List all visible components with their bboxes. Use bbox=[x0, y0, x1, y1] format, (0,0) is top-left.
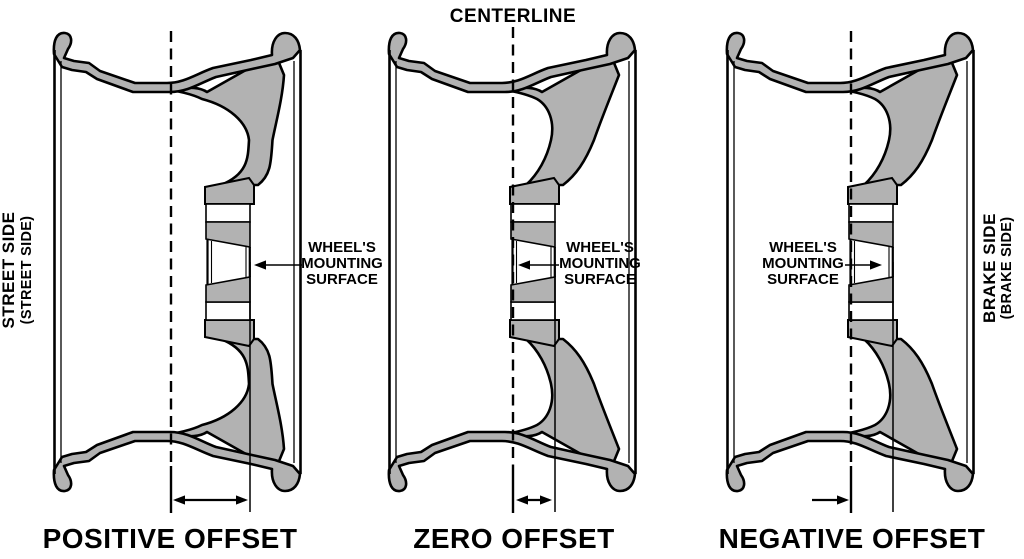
mounting-label-line2: MOUNTING bbox=[559, 255, 641, 272]
hub-ring bbox=[205, 203, 251, 223]
arrowhead-icon bbox=[518, 260, 530, 270]
hub-flange bbox=[509, 319, 560, 348]
wheel-upper-half bbox=[52, 31, 302, 262]
arrowhead-icon bbox=[870, 260, 882, 270]
arrowhead-icon bbox=[837, 495, 849, 505]
wheel-upper-half bbox=[725, 31, 975, 262]
wheel-lower-half bbox=[52, 262, 302, 493]
rim-shape bbox=[725, 430, 975, 493]
arrowhead-icon bbox=[516, 495, 528, 505]
rim-shape bbox=[52, 31, 302, 94]
rim-shape bbox=[387, 430, 637, 493]
mounting-surface-callout: WHEEL'S MOUNTING SURFACE bbox=[762, 239, 882, 288]
wheel-upper-half bbox=[387, 31, 637, 262]
mounting-label-line1: WHEEL'S bbox=[769, 239, 837, 256]
hub-flange bbox=[509, 176, 560, 205]
mounting-label-line3: SURFACE bbox=[767, 271, 839, 288]
mounting-surface-callout: WHEEL'S MOUNTING SURFACE bbox=[518, 239, 641, 288]
rim-shape bbox=[725, 31, 975, 94]
arrowhead-icon bbox=[540, 495, 552, 505]
hub-wedge bbox=[510, 221, 556, 248]
hub-ring bbox=[510, 203, 556, 223]
mounting-label-line1: WHEEL'S bbox=[308, 239, 376, 256]
hub-flange bbox=[204, 319, 255, 348]
hub-wedge bbox=[205, 221, 251, 248]
arrowhead-icon bbox=[254, 260, 266, 270]
hub-ring bbox=[205, 301, 251, 321]
hub-ring bbox=[848, 301, 894, 321]
street-side-label: STREET SIDE bbox=[0, 212, 18, 329]
wheel-positive bbox=[52, 31, 302, 493]
arrowhead-icon bbox=[173, 495, 185, 505]
rim-shape bbox=[52, 430, 302, 493]
mounting-label-line3: SURFACE bbox=[564, 271, 636, 288]
centerline-label: CENTERLINE bbox=[450, 6, 576, 27]
hub-wedge bbox=[848, 276, 894, 303]
hub-wedge bbox=[205, 276, 251, 303]
mounting-label-line2: MOUNTING bbox=[301, 255, 383, 272]
brake-side-label: BRAKE SIDE bbox=[980, 213, 999, 323]
caption-zero-offset: ZERO OFFSET bbox=[413, 523, 615, 554]
hub-flange bbox=[847, 319, 898, 348]
brake-side-sublabel: (BRAKE SIDE) bbox=[999, 217, 1015, 320]
mounting-surface-callout: WHEEL'S MOUNTING SURFACE bbox=[254, 239, 383, 288]
hub-wedge bbox=[510, 276, 556, 303]
caption-negative-offset: NEGATIVE OFFSET bbox=[719, 523, 986, 554]
wheels-layer bbox=[52, 31, 975, 493]
measure-layer: WHEEL'S MOUNTING SURFACE WHEEL'S MOUNTIN… bbox=[169, 27, 894, 513]
street-side-sublabel: (STREET SIDE) bbox=[19, 216, 35, 325]
arrowhead-icon bbox=[236, 495, 248, 505]
hub-ring bbox=[848, 203, 894, 223]
hub-ring bbox=[510, 301, 556, 321]
rim-shape bbox=[387, 31, 637, 94]
hub-wedge bbox=[848, 221, 894, 248]
mounting-label-line2: MOUNTING bbox=[762, 255, 844, 272]
caption-positive-offset: POSITIVE OFFSET bbox=[43, 523, 298, 554]
mounting-label-line3: SURFACE bbox=[306, 271, 378, 288]
hub-flange bbox=[204, 176, 255, 205]
hub-flange bbox=[847, 176, 898, 205]
mounting-label-line1: WHEEL'S bbox=[566, 239, 634, 256]
